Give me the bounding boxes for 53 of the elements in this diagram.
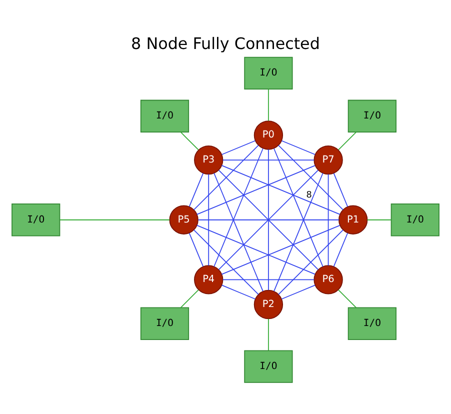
- connector: [333, 172, 348, 207]
- connector: [338, 288, 357, 308]
- node-box: I/O: [244, 350, 293, 382]
- connector: [278, 228, 344, 294]
- node-circle: P2: [254, 289, 284, 319]
- connector: [281, 284, 316, 299]
- connector: [268, 318, 269, 350]
- connector: [214, 148, 264, 267]
- connector: [221, 284, 256, 299]
- node-circle: P0: [254, 120, 284, 150]
- connector: [274, 172, 324, 292]
- connector: [268, 88, 269, 121]
- node-circle: P6: [314, 264, 343, 294]
- connector: [221, 224, 340, 274]
- node-box: I/O: [12, 203, 60, 236]
- connector: [218, 169, 319, 270]
- node-circle: P7: [314, 144, 343, 174]
- connector: [188, 232, 204, 266]
- node-circle: P1: [338, 204, 368, 234]
- connector: [193, 228, 259, 294]
- node-box: I/O: [390, 203, 440, 236]
- connector: [278, 144, 344, 210]
- connector: [338, 131, 357, 150]
- connector: [328, 173, 329, 266]
- connector: [188, 172, 204, 207]
- connector: [222, 159, 315, 160]
- connector: [222, 278, 315, 280]
- node-box: I/O: [244, 56, 293, 90]
- edge-label: 8: [306, 190, 312, 200]
- connector: [193, 144, 259, 210]
- connector: [196, 164, 316, 214]
- connector: [274, 148, 324, 267]
- node-circle: P3: [194, 144, 224, 174]
- connector: [196, 224, 316, 274]
- connector: [180, 289, 199, 308]
- connector: [366, 218, 392, 220]
- node-circle: P5: [169, 204, 198, 234]
- connector: [214, 172, 264, 292]
- diagram-title: 8 Node Fully Connected: [131, 33, 320, 52]
- connector: [221, 164, 340, 214]
- connector: [60, 218, 170, 220]
- node-box: I/O: [140, 306, 190, 340]
- connector: [333, 232, 348, 266]
- connector: [268, 148, 269, 290]
- connector: [198, 218, 340, 220]
- connector: [208, 173, 210, 266]
- node-circle: P4: [194, 264, 224, 294]
- connector: [180, 131, 199, 150]
- node-box: I/O: [348, 99, 396, 132]
- node-box: I/O: [140, 99, 190, 132]
- connector: [281, 140, 316, 154]
- node-box: I/O: [348, 306, 396, 340]
- connector: [221, 140, 256, 154]
